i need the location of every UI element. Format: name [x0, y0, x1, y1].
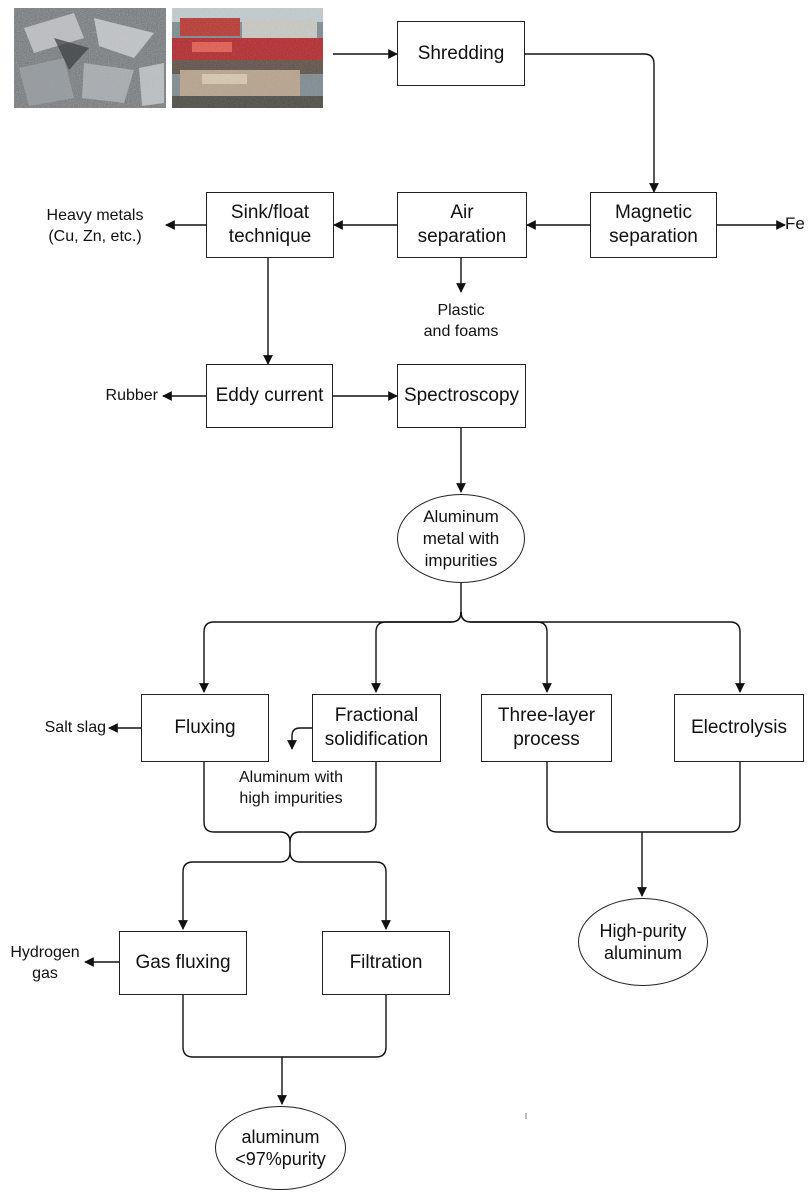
- rubber-output-label: Rubber: [105, 387, 158, 404]
- sink-float-box: Sink/float technique: [206, 192, 334, 258]
- eddy-current-label: Eddy current: [215, 385, 324, 406]
- aluminum-impurities-oval: Aluminum metal with impurities: [397, 494, 525, 583]
- gas-fluxing-box: Gas fluxing: [119, 931, 247, 995]
- magnetic-separation-label: Magnetic separation: [609, 202, 698, 247]
- sink-float-label: Sink/float technique: [228, 202, 312, 247]
- spectroscopy-box: Spectroscopy: [397, 364, 526, 428]
- eddy-current-box: Eddy current: [206, 364, 333, 428]
- fe-output-label: Fe: [785, 214, 805, 233]
- spectroscopy-label: Spectroscopy: [403, 385, 520, 406]
- magnetic-separation-box: Magnetic separation: [590, 192, 717, 258]
- shredding-box: Shredding: [397, 21, 525, 86]
- electrolysis-box: Electrolysis: [674, 694, 804, 762]
- hydrogen-gas-output-label: Hydrogen gas: [10, 944, 80, 982]
- high-purity-aluminum-oval: High-purity aluminum: [578, 898, 708, 986]
- aluminum-high-impurities-label: Aluminum with high impurities: [238, 769, 344, 807]
- aluminum-97-purity-label: aluminum <97%purity: [235, 1127, 326, 1169]
- heavy-metals-output-label: Heavy metals (Cu, Zn, etc.): [46, 207, 144, 245]
- gas-fluxing-label: Gas fluxing: [135, 952, 231, 973]
- fractional-solidification-box: Fractional solidification: [312, 694, 441, 762]
- high-purity-aluminum-label: High-purity aluminum: [599, 921, 687, 963]
- fluxing-label: Fluxing: [174, 717, 236, 738]
- filtration-label: Filtration: [349, 952, 423, 973]
- fluxing-box: Fluxing: [141, 694, 269, 762]
- crushed-cars-photo: [172, 8, 323, 108]
- air-separation-label: Air separation: [417, 202, 507, 247]
- three-layer-process-label: Three-layer process: [497, 705, 596, 750]
- three-layer-process-box: Three-layer process: [481, 694, 612, 762]
- fractional-solidification-label: Fractional solidification: [324, 705, 429, 750]
- aluminum-impurities-label: Aluminum metal with impurities: [422, 506, 500, 570]
- plastic-foams-output-label: Plastic and foams: [423, 302, 499, 340]
- electrolysis-label: Electrolysis: [690, 717, 788, 738]
- filtration-box: Filtration: [322, 931, 450, 995]
- salt-slag-output-label: Salt slag: [44, 719, 106, 736]
- aluminum-97-purity-oval: aluminum <97%purity: [215, 1106, 346, 1190]
- air-separation-box: Air separation: [397, 192, 527, 258]
- shredding-label: Shredding: [417, 42, 505, 64]
- scrap-metal-photo: [14, 8, 166, 108]
